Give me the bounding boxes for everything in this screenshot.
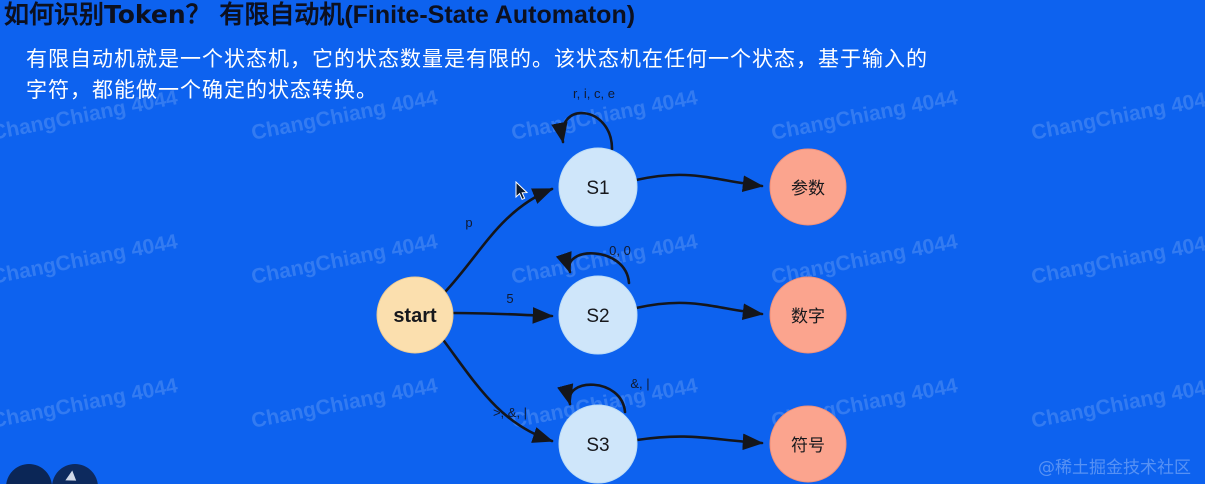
node-result-parameter[interactable]: 参数 — [769, 148, 847, 226]
node-result-symbol-circle[interactable] — [769, 405, 847, 483]
node-result-parameter-label: 参数 — [791, 179, 825, 199]
edge-s3-result — [635, 433, 764, 451]
node-s3-circle[interactable] — [558, 404, 638, 484]
node-s3-label: S3 — [586, 435, 609, 456]
body-line-1: 有限自动机就是一个状态机，它的状态数量是有限的。该状态机在任何一个状态，基于输入… — [26, 47, 928, 71]
node-result-symbol-label: 符号 — [791, 436, 825, 456]
node-result-number[interactable]: 数字 — [769, 276, 847, 354]
edge-start-s2 — [451, 307, 554, 324]
edge-s1-result — [634, 173, 764, 192]
node-s3[interactable]: S3 — [558, 404, 638, 484]
page-title-latin: (Finite-State Automaton) — [344, 1, 636, 29]
node-s2-circle[interactable] — [558, 275, 638, 355]
edge-start-s1 — [443, 187, 554, 294]
body-line-2: 字符，都能做一个确定的状态转换。 — [26, 78, 378, 102]
edge-s1-self-loop — [551, 111, 614, 151]
node-start-circle[interactable] — [376, 276, 454, 354]
edge-label-start-s2: 5 — [506, 291, 513, 306]
node-s1-circle[interactable] — [558, 147, 638, 227]
node-s2-label: S2 — [586, 306, 609, 327]
edge-label-s1-self-loop: r, i, c, e — [573, 86, 615, 101]
node-result-number-label: 数字 — [791, 307, 825, 327]
edge-s2-self-loop — [555, 251, 631, 285]
edge-start-s3 — [442, 339, 554, 443]
edge-s2-result — [634, 301, 764, 320]
edge-s3-self-loop — [557, 383, 627, 414]
node-s1[interactable]: S1 — [558, 147, 638, 227]
node-s2[interactable]: S2 — [558, 275, 638, 355]
node-result-number-circle[interactable] — [769, 276, 847, 354]
page-title-cn: 如何识别Token？ 有限自动机 — [4, 0, 345, 29]
edge-label-s3-self-loop: &, | — [630, 376, 649, 391]
node-start[interactable]: start — [376, 276, 454, 354]
edge-label-s2-self-loop: 0, 0 — [609, 243, 631, 258]
node-start-label: start — [393, 305, 437, 327]
node-s1-label: S1 — [586, 178, 609, 199]
edge-label-start-s1: p — [465, 215, 472, 230]
node-result-symbol[interactable]: 符号 — [769, 405, 847, 483]
page-title: 如何识别Token？ 有限自动机(Finite-State Automaton) — [4, 0, 635, 32]
body-paragraph: 有限自动机就是一个状态机，它的状态数量是有限的。该状态机在任何一个状态，基于输入… — [26, 44, 1205, 106]
node-result-parameter-circle[interactable] — [769, 148, 847, 226]
edge-label-start-s3: >, &, | — [493, 405, 527, 420]
